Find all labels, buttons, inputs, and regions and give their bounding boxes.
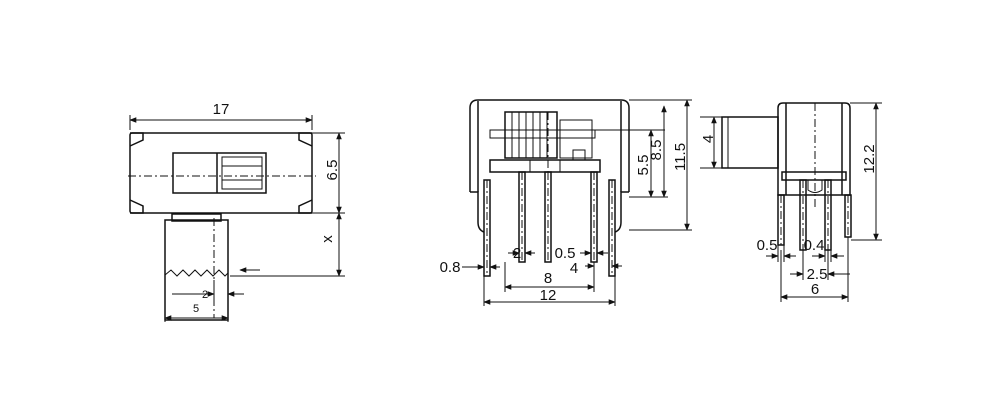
dim-total-height-11-5: 11.5 — [672, 143, 689, 171]
dim-body-height-6-5: 6.5 — [324, 160, 341, 181]
dim-pin-left-0-5: 0.5 — [757, 237, 778, 254]
top-view: 17 6.5 x 2 5 — [128, 101, 345, 322]
side-pins — [777, 179, 852, 251]
dim-width-17: 17 — [213, 101, 230, 118]
dim-top-height-8-5: 8.5 — [648, 140, 665, 161]
dim-pin-spacing-2-5: 2.5 — [807, 266, 828, 283]
dim-side-gap-4: 4 — [570, 260, 578, 277]
front-view: 0.8 2 0.5 4 8 12 5.5 8.5 11.5 — [440, 99, 692, 306]
dim-pin-right-0-4: 0.4 — [804, 237, 825, 254]
dim-overall-width-12: 12 — [540, 287, 557, 304]
front-pins — [483, 171, 616, 277]
dim-pin-pitch-2: 2 — [513, 245, 521, 262]
dim-actuator-height-4: 4 — [700, 135, 717, 143]
dim-base-width-6: 6 — [811, 281, 819, 298]
dim-actuator-width-5: 5 — [193, 303, 199, 315]
dim-total-height-12-2: 12.2 — [861, 144, 878, 173]
dim-pin-thickness-0-8: 0.8 — [440, 259, 461, 276]
dim-offset-2: 2 — [202, 289, 208, 301]
dim-travel-x: x — [319, 235, 336, 243]
dim-pin-span-8: 8 — [544, 270, 552, 287]
dim-pin-width-0-5: 0.5 — [555, 245, 576, 262]
dim-body-height-5-5: 5.5 — [635, 155, 652, 176]
side-view: 4 12.2 0.5 0.4 2.5 6 — [700, 102, 882, 302]
